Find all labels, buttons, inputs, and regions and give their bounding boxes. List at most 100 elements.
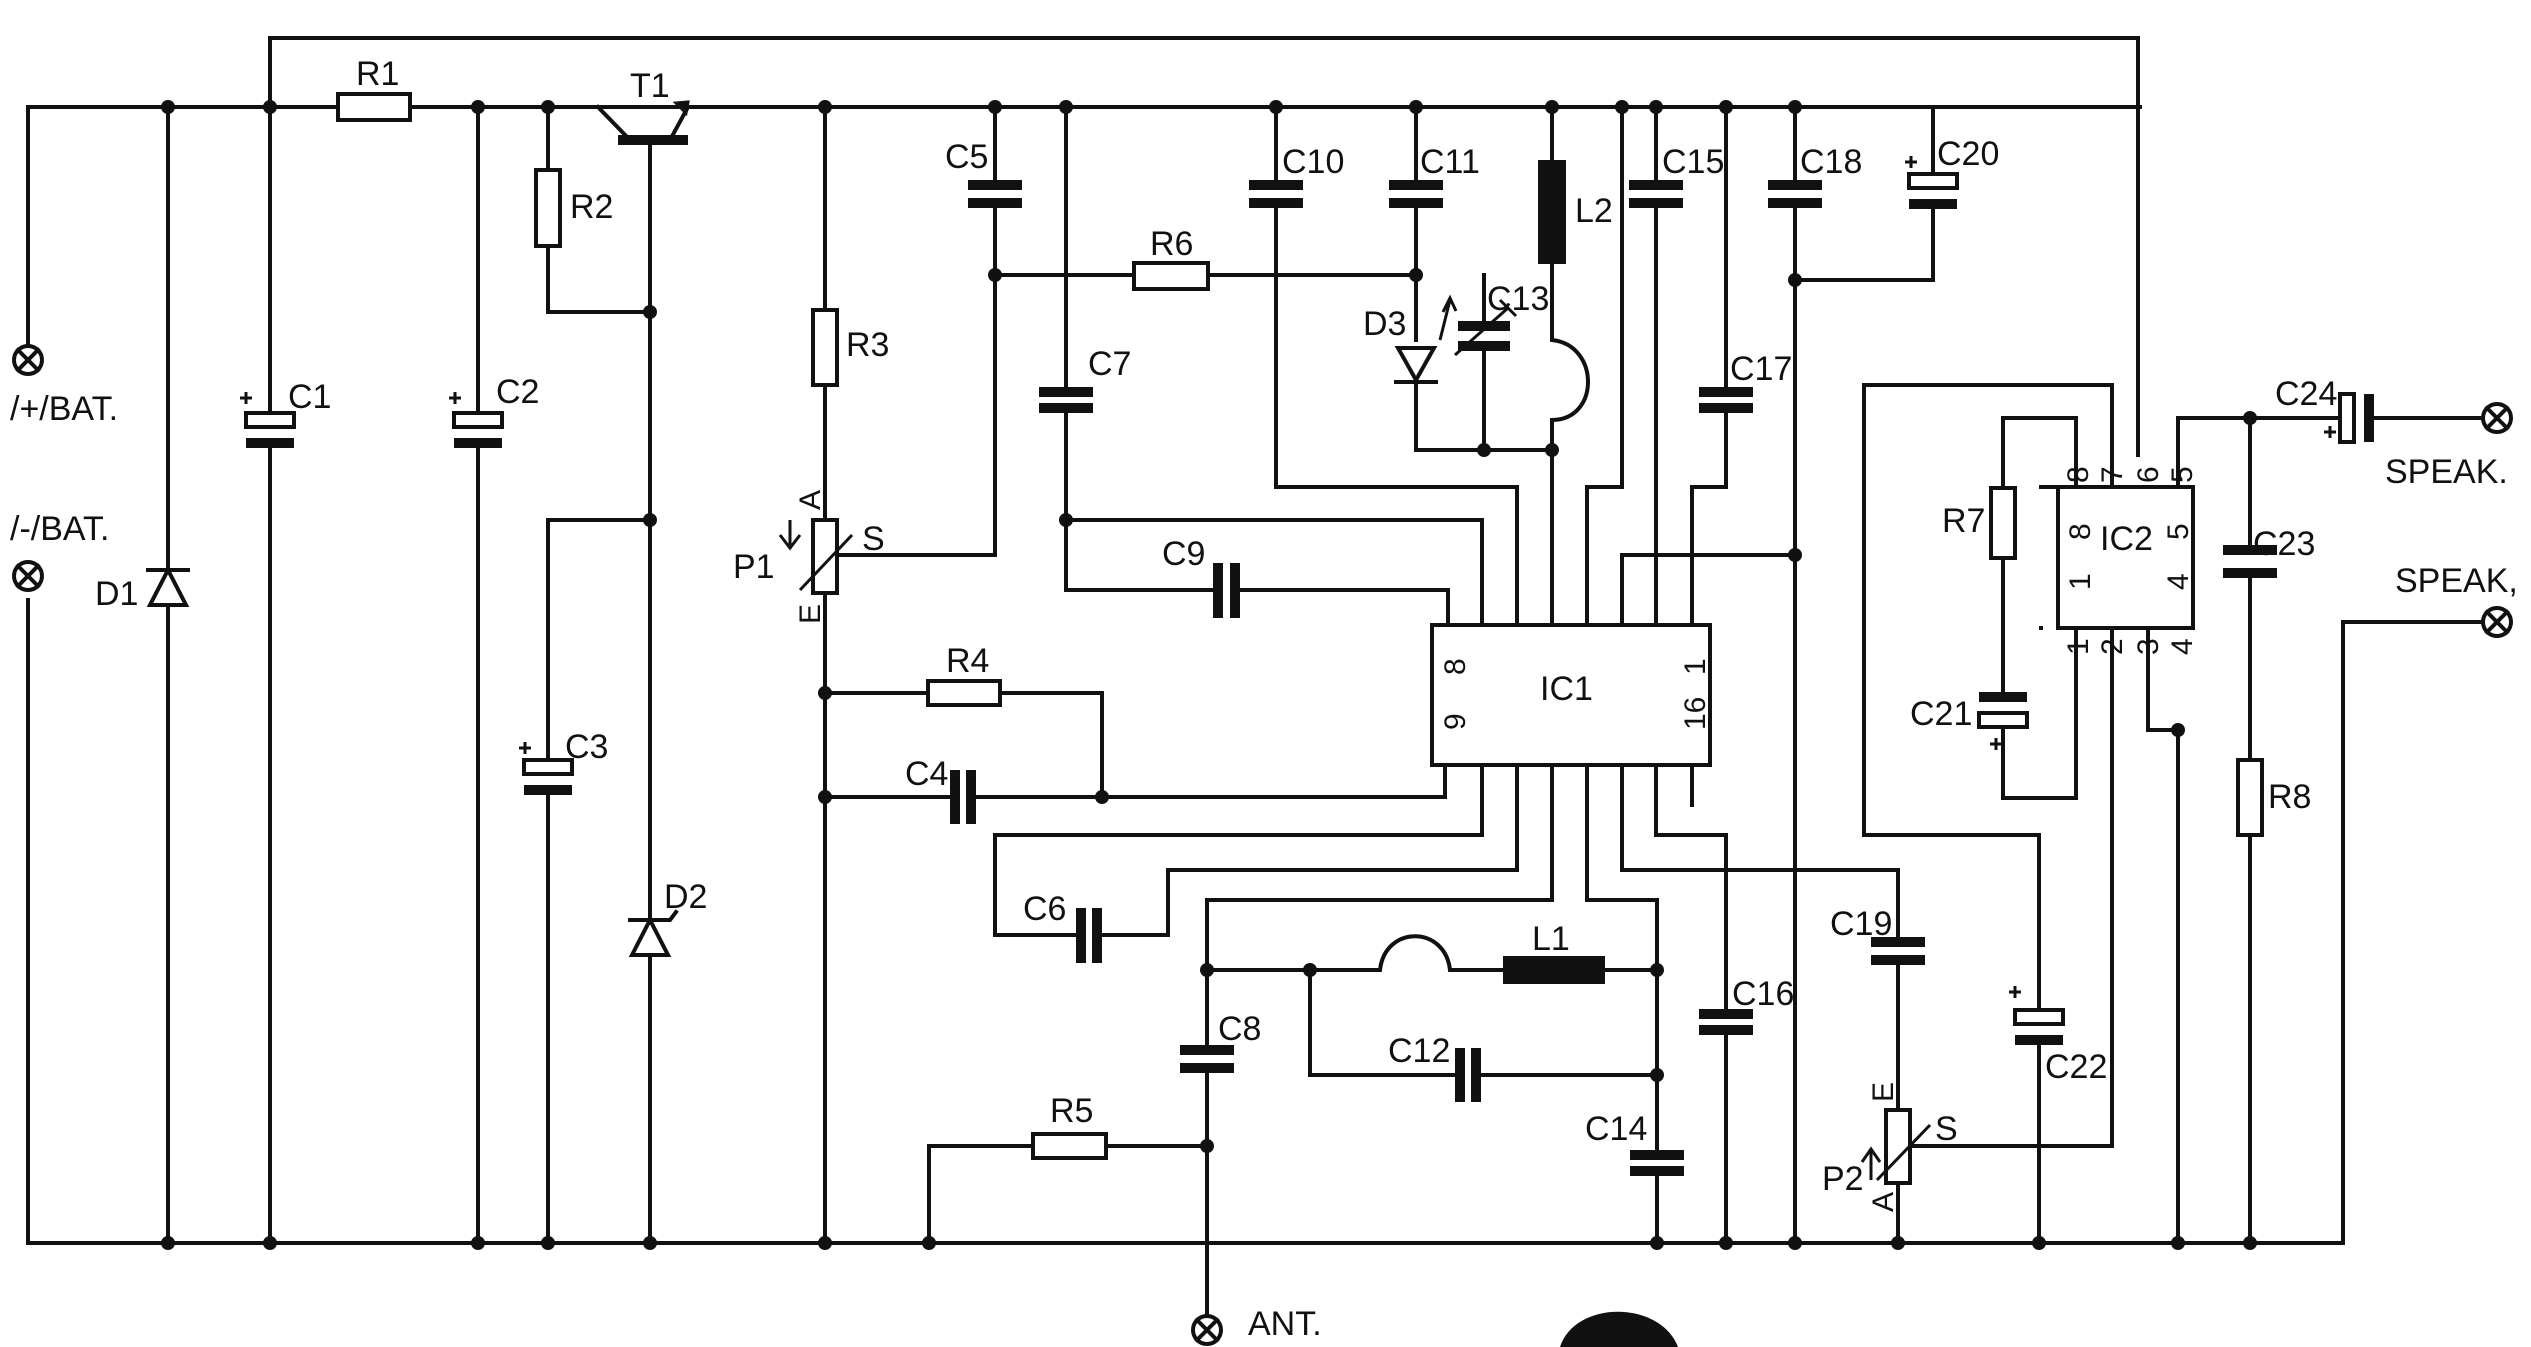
right-section <box>1620 383 2492 1245</box>
label-t1: T1 <box>630 67 670 105</box>
label-p2: P2 <box>1822 1160 1864 1198</box>
label-p1-s: S <box>862 520 885 558</box>
capacitor-c16 <box>1699 1009 1753 1035</box>
resistor-r6 <box>1132 261 1210 291</box>
label-d1: D1 <box>95 575 138 613</box>
labels: /+/BAT. /-/BAT. D1 C1 R1 C2 R2 T1 C3 D2 … <box>10 55 2518 1343</box>
capacitor-c6 <box>1076 908 1102 963</box>
top-caps <box>1249 105 1959 1245</box>
resistor-r7 <box>1989 486 2017 560</box>
label-ic1-pin16: 16 <box>1679 697 1712 730</box>
capacitor-c15 <box>1629 180 1683 208</box>
label-ic1: IC1 <box>1540 670 1593 708</box>
label-c21: C21 <box>1910 695 1972 733</box>
label-c8: C8 <box>1218 1010 1261 1048</box>
p1-section <box>778 105 1447 1245</box>
label-ic2-pin4: 4 <box>2166 638 2199 655</box>
label-c14: C14 <box>1585 1110 1647 1148</box>
transistor-t1 <box>595 100 691 1245</box>
label-r1: R1 <box>356 55 399 93</box>
label-ic2-inner5: 5 <box>2162 523 2195 540</box>
label-ic2-inner1: 1 <box>2064 573 2097 590</box>
terminal-speak2-icon[interactable] <box>2481 606 2513 638</box>
capacitor-c24 <box>2324 392 2374 444</box>
capacitor-c23 <box>2223 545 2277 578</box>
label-l1: L1 <box>1532 920 1570 958</box>
label-c12: C12 <box>1388 1032 1450 1070</box>
capacitor-c22 <box>2009 986 2065 1045</box>
capacitor-c10 <box>1249 180 1303 208</box>
zener-d2 <box>628 909 679 957</box>
label-c24: C24 <box>2275 375 2337 413</box>
label-ic2-pin8: 8 <box>2062 466 2095 483</box>
ic2-body <box>2056 485 2195 630</box>
p1-adjust-arrow <box>798 533 854 592</box>
label-c1: C1 <box>288 378 331 416</box>
terminal-ant-icon[interactable] <box>1191 1314 1223 1346</box>
label-d3: D3 <box>1363 305 1406 343</box>
label-c5: C5 <box>945 138 988 176</box>
label-speak2: SPEAK, <box>2395 562 2518 600</box>
capacitor-c7 <box>1039 387 1093 413</box>
capacitor-c2 <box>449 392 504 448</box>
p1-wiper-wire <box>835 273 1412 557</box>
label-r6: R6 <box>1150 225 1193 263</box>
label-p2-s: S <box>1935 1110 1958 1148</box>
terminal-bat-minus-icon[interactable] <box>12 560 44 592</box>
label-r3: R3 <box>846 326 889 364</box>
label-c4: C4 <box>905 755 948 793</box>
label-bat-minus: /-/BAT. <box>10 510 110 548</box>
label-ic2-pin7: 7 <box>2096 466 2129 483</box>
label-c23: C23 <box>2253 525 2315 563</box>
label-c9: C9 <box>1162 535 1205 573</box>
label-c11: C11 <box>1420 143 1480 181</box>
label-ic2-pin5: 5 <box>2166 466 2199 483</box>
label-c16: C16 <box>1732 975 1794 1013</box>
capacitor-c19 <box>1871 937 1925 965</box>
terminal-speak1-icon[interactable] <box>2481 402 2513 434</box>
label-ic1-pin9: 9 <box>1439 713 1472 730</box>
capacitor-c14 <box>1630 1150 1684 1176</box>
c5-c7-section <box>968 105 1484 627</box>
label-r7: R7 <box>1942 502 1985 540</box>
capacitor-c18 <box>1768 180 1822 208</box>
label-r2: R2 <box>570 188 613 226</box>
label-c18: C18 <box>1800 143 1862 181</box>
label-bat-plus: /+/BAT. <box>10 390 118 428</box>
p2-adjust-arrow <box>1875 1123 1932 1182</box>
resistor-r3 <box>811 308 839 387</box>
potentiometer-p2 <box>1884 1108 1912 1185</box>
resistor-r2 <box>534 168 562 248</box>
ic1 <box>1430 553 1797 807</box>
capacitor-c17 <box>1699 387 1753 413</box>
label-r5: R5 <box>1050 1092 1093 1130</box>
inductor-l1 <box>1503 956 1605 984</box>
label-c15: C15 <box>1662 143 1724 181</box>
ic1-body <box>1430 623 1712 767</box>
trimmer-c13 <box>1454 273 1518 452</box>
capacitor-c5 <box>968 180 1022 208</box>
diode-d3 <box>1394 294 1458 385</box>
input-section <box>146 92 691 1245</box>
label-ic2-inner4: 4 <box>2162 573 2195 590</box>
capacitor-c20 <box>1905 156 1959 209</box>
label-ant: ANT. <box>1248 1305 1322 1343</box>
bottom-mid <box>927 763 1753 1320</box>
p1-arrow-icon <box>778 520 802 551</box>
terminal-bat-plus-icon[interactable] <box>12 344 44 376</box>
label-c6: C6 <box>1023 890 1066 928</box>
label-c22: C22 <box>2045 1048 2107 1086</box>
label-p1: P1 <box>733 548 775 586</box>
label-ic2-pin2: 2 <box>2096 638 2129 655</box>
capacitor-c3 <box>519 742 574 795</box>
label-c3: C3 <box>565 728 608 766</box>
capacitor-c8 <box>1180 1045 1234 1073</box>
label-c19: C19 <box>1830 905 1892 943</box>
label-p1-a: A <box>794 490 827 510</box>
label-c2: C2 <box>496 373 539 411</box>
capacitor-c9 <box>1213 563 1240 618</box>
label-ic2-pin1: 1 <box>2062 638 2095 655</box>
label-c17: C17 <box>1730 350 1792 388</box>
label-ic2-pin6: 6 <box>2132 466 2165 483</box>
